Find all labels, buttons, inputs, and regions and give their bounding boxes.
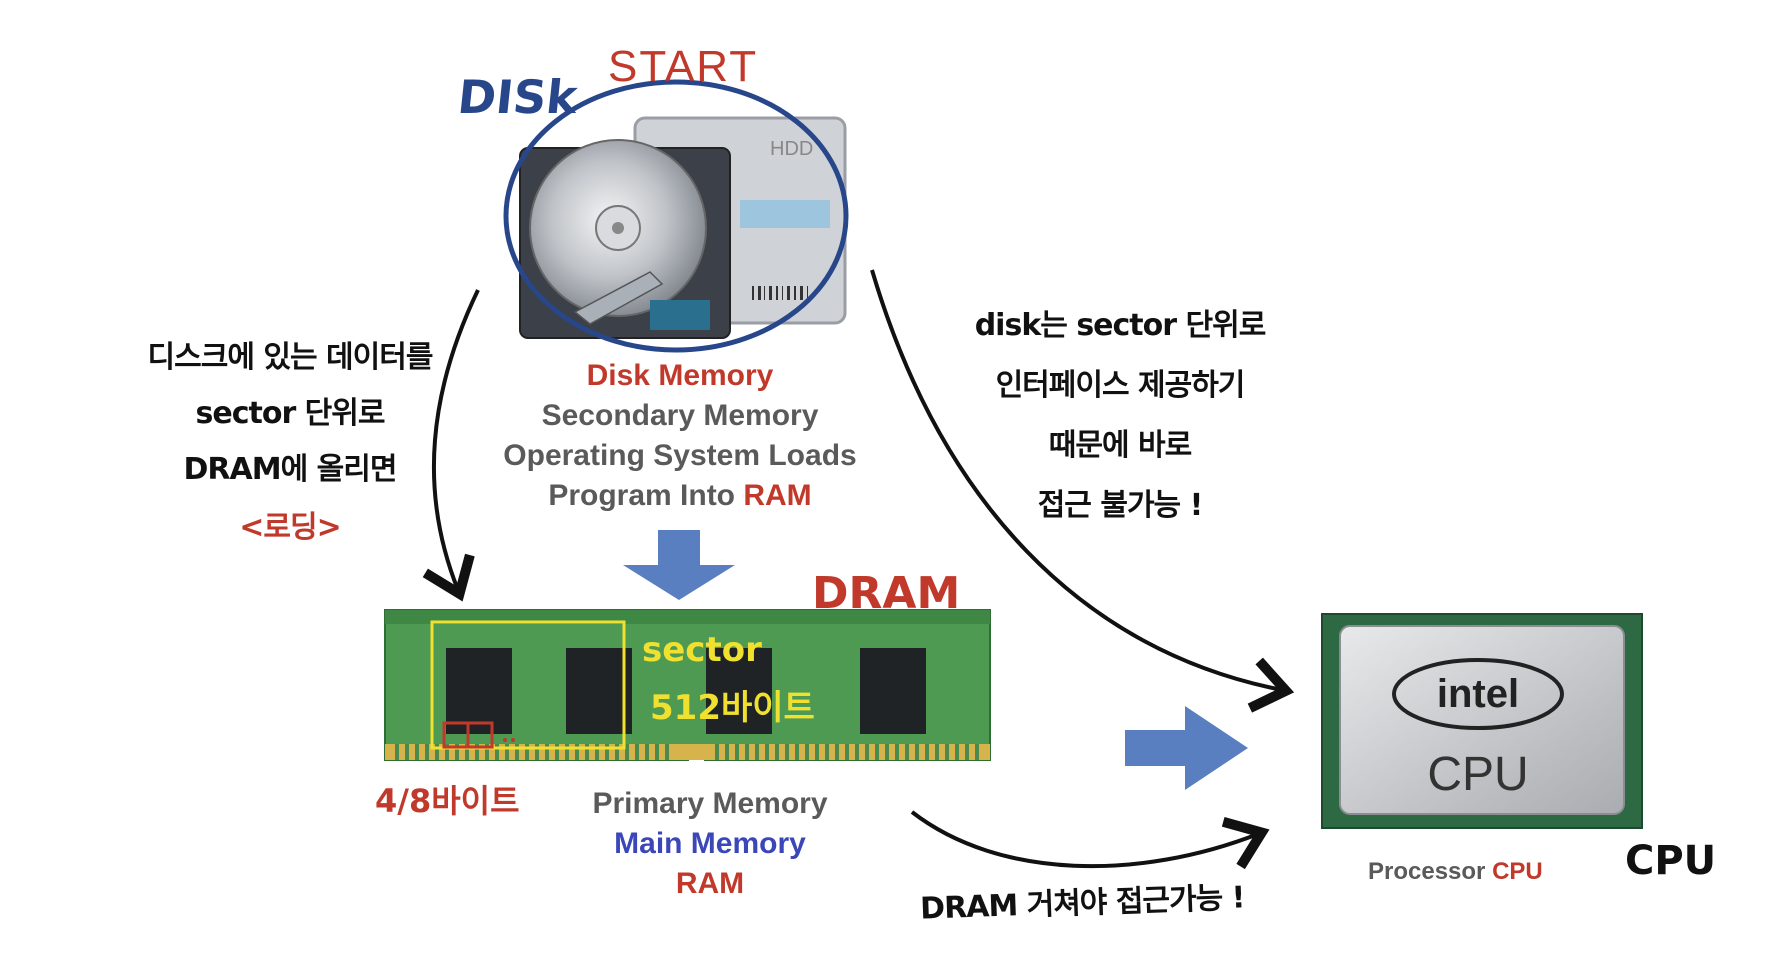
cpu-caption: Processor CPU xyxy=(1368,858,1543,885)
ram-caption-main: Main Memory xyxy=(614,827,806,860)
left-note-line2: sector 단위로 xyxy=(195,396,386,431)
left-note-line1: 디스크에 있는 데이터를 xyxy=(147,340,434,375)
intel-logo-ring xyxy=(1392,658,1564,730)
memory-chip xyxy=(446,648,512,734)
sector-size-label: 512바이트 xyxy=(650,688,815,728)
dram-to-cpu-arrow xyxy=(910,810,1270,870)
sector-box xyxy=(430,620,626,750)
hdd-illustration: HDD xyxy=(519,116,847,339)
right-note-line1: disk는 sector 단위로 xyxy=(974,308,1267,343)
dram-module xyxy=(384,609,991,761)
dram-label: DRAM xyxy=(812,568,961,619)
disk-caption-program: Program Into RAM xyxy=(548,479,812,512)
load-arrow xyxy=(422,289,480,602)
hdd-connector xyxy=(650,300,710,330)
disk-label: DISk xyxy=(455,70,580,124)
right-note-line3: 때문에 바로 xyxy=(1048,428,1192,463)
memory-chip xyxy=(860,648,926,734)
ram-caption-primary: Primary Memory xyxy=(592,787,828,820)
ram-caption-ram: RAM xyxy=(675,867,745,900)
intel-logo-text: intel xyxy=(1437,672,1519,716)
word-box xyxy=(466,721,494,749)
start-label: START xyxy=(608,42,759,91)
disk-highlight-circle xyxy=(503,79,849,353)
hdd-text: HDD xyxy=(770,138,813,160)
cpu-label: CPU xyxy=(1625,838,1717,884)
hdd-actuator-arm xyxy=(573,271,664,325)
sector-label: sector xyxy=(642,630,762,670)
left-note-line3: DRAM에 올리면 xyxy=(183,452,398,487)
cpu-chip-text: CPU xyxy=(1427,748,1528,801)
memory-chip xyxy=(706,648,772,734)
cpu-chip-illustration: intel CPU xyxy=(1321,613,1643,829)
memory-chip xyxy=(566,648,632,734)
disk-caption-title: Disk Memory xyxy=(586,359,774,392)
word-size-label: 4/8바이트 xyxy=(375,782,520,820)
left-note-loading: <로딩> xyxy=(239,510,341,545)
hdd-label-sticker xyxy=(740,200,830,228)
down-arrow-icon xyxy=(623,530,735,600)
right-note-line4: 접근 불가능 ! xyxy=(1037,488,1204,523)
disk-caption-secondary: Secondary Memory xyxy=(541,399,819,432)
right-note-line2: 인터페이스 제공하기 xyxy=(995,368,1246,403)
right-arrow-icon xyxy=(1125,706,1248,790)
barcode xyxy=(752,286,808,300)
no-direct-access-arrow xyxy=(870,269,1295,713)
disk-caption-os-loads: Operating System Loads xyxy=(503,439,857,472)
